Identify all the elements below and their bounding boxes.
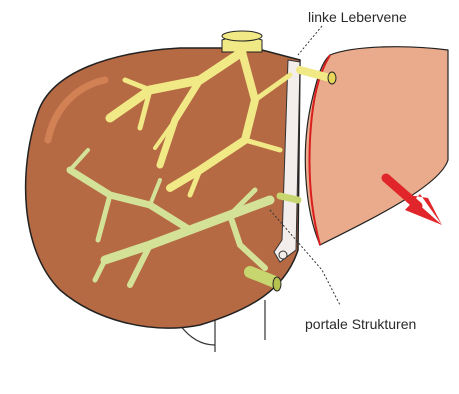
label-left-hepatic-vein: linke Lebervene [308, 9, 407, 25]
portal-stub-right [280, 196, 298, 200]
label-portal-structures: portale Strukturen [305, 316, 416, 332]
ligament-knob [279, 251, 287, 259]
leader-line-hepatic-vein [298, 26, 322, 55]
